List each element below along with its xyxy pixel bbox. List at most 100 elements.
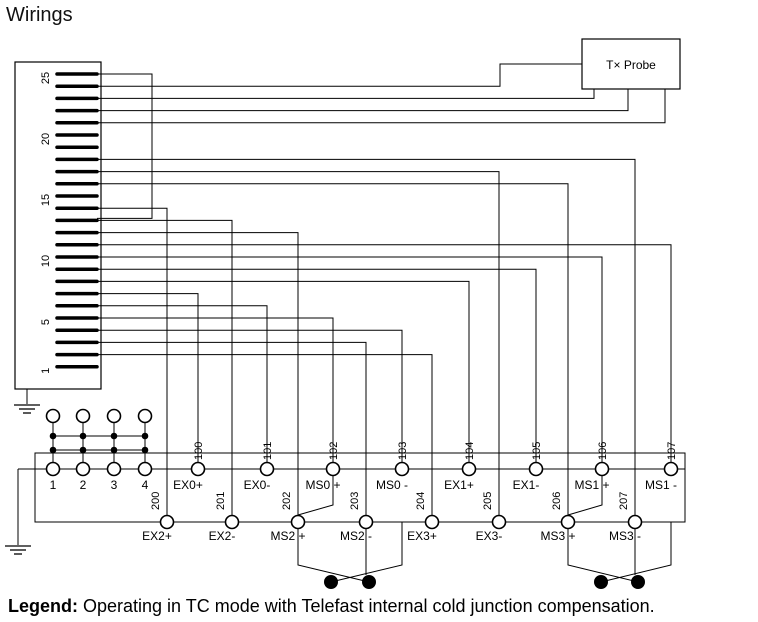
- terminal-number: 101: [262, 442, 274, 460]
- terminal-label: EX0+: [173, 478, 203, 492]
- wire-to-bottom-terminal: [97, 158, 636, 522]
- bottom-terminal: [424, 514, 440, 530]
- terminal-number: 207: [618, 492, 630, 510]
- wire-to-bottom-terminal: [97, 207, 168, 522]
- jumper-terminal: [75, 408, 91, 424]
- jumper-label: 2: [80, 478, 87, 492]
- legend-title: Legend:: [8, 596, 78, 616]
- jumper-node: [141, 432, 149, 440]
- wire-to-top-terminal: [97, 268, 537, 469]
- pin-number-label: 10: [40, 255, 52, 267]
- top-terminal: [663, 461, 679, 477]
- terminal-strips: [34, 408, 686, 530]
- jumper-node: [49, 432, 57, 440]
- probe-wire: [97, 89, 629, 112]
- probe-label: T× Probe: [606, 58, 656, 72]
- wire-to-top-terminal: [97, 293, 199, 469]
- top-terminal: [594, 461, 610, 477]
- jumper-node: [141, 446, 149, 454]
- wire-to-top-terminal: [97, 280, 470, 469]
- terminal-number: 104: [464, 442, 476, 460]
- terminal-label: MS0 +: [305, 478, 340, 492]
- terminal-number: 201: [215, 492, 227, 510]
- top-terminal: [325, 461, 341, 477]
- probe-wire: [97, 63, 582, 87]
- top-terminal: [190, 461, 206, 477]
- jumper-label: 1: [50, 478, 57, 492]
- terminal-number: 103: [397, 442, 409, 460]
- legend-text: Operating in TC mode with Telefast inter…: [78, 596, 655, 616]
- jumper-node: [110, 446, 118, 454]
- wire-to-top-terminal: [97, 244, 672, 469]
- jumper-terminal: [106, 408, 122, 424]
- top-terminal: [528, 461, 544, 477]
- terminal-label: MS2 +: [270, 529, 305, 543]
- ground-symbols: [5, 389, 47, 555]
- wire-to-top-terminal: [97, 317, 334, 469]
- jumper-node: [79, 432, 87, 440]
- terminal-label: EX3+: [407, 529, 437, 543]
- junction-node: [362, 575, 376, 589]
- top-terminal: [461, 461, 477, 477]
- pin-number-label: 1: [40, 368, 52, 374]
- bottom-terminal: [159, 514, 175, 530]
- wire-to-bottom-terminal: [97, 183, 569, 522]
- jumper-node: [49, 446, 57, 454]
- terminal-label: MS3 +: [540, 529, 575, 543]
- thermocouple-loop: [600, 522, 672, 583]
- top-terminal: [259, 461, 275, 477]
- terminal-label: MS1 +: [574, 478, 609, 492]
- terminal-label: MS0 -: [376, 478, 408, 492]
- jumper-node: [110, 432, 118, 440]
- terminal-label: EX3-: [476, 529, 503, 543]
- probe-wire: [97, 89, 666, 124]
- top-terminal: [106, 461, 122, 477]
- terminal-number: 204: [415, 492, 427, 510]
- terminal-number: 100: [193, 442, 205, 460]
- terminal-number: 206: [551, 492, 563, 510]
- jumper-terminal: [137, 408, 153, 424]
- wire-to-bottom-terminal: [97, 341, 367, 522]
- top-terminal: [394, 461, 410, 477]
- terminal-number: 205: [482, 492, 494, 510]
- terminal-label: EX1+: [444, 478, 474, 492]
- wire-to-bottom-terminal: [97, 232, 299, 522]
- junction-node: [631, 575, 645, 589]
- terminal-label: MS2 -: [340, 529, 372, 543]
- top-terminal: [75, 461, 91, 477]
- terminal-number: 105: [531, 442, 543, 460]
- pin-number-label: 15: [40, 194, 52, 206]
- connector-body: [14, 61, 102, 390]
- thermocouple-loop: [297, 469, 334, 516]
- thermocouple-loop: [330, 522, 403, 583]
- terminal-label: EX0-: [244, 478, 271, 492]
- wire-to-bottom-terminal: [97, 354, 433, 522]
- jumper-node: [79, 446, 87, 454]
- terminal-label: EX1-: [513, 478, 540, 492]
- bottom-terminal: [491, 514, 507, 530]
- legend: Legend: Operating in TC mode with Telefa…: [8, 596, 655, 617]
- top-terminal: [137, 461, 153, 477]
- thermocouple-loop: [567, 469, 603, 516]
- loopback-wire: [97, 73, 153, 219]
- terminal-number: 107: [666, 442, 678, 460]
- pin-number-label: 25: [40, 72, 52, 84]
- wire-to-bottom-terminal: [97, 219, 233, 522]
- wire-to-top-terminal: [97, 329, 403, 469]
- wires: [97, 63, 672, 589]
- bottom-terminal: [358, 514, 374, 530]
- jumper-terminal: [45, 408, 61, 424]
- page-title: Wirings: [6, 4, 73, 26]
- terminal-label: EX2-: [209, 529, 236, 543]
- wire-to-top-terminal: [97, 305, 268, 469]
- thermocouple-loop: [297, 522, 370, 583]
- terminal-number: 202: [281, 492, 293, 510]
- bottom-terminal: [627, 514, 643, 530]
- probe-box: [581, 38, 681, 90]
- terminal-label: MS3 -: [609, 529, 641, 543]
- bottom-terminal: [290, 514, 306, 530]
- wire-to-top-terminal: [97, 256, 603, 469]
- junction-node: [324, 575, 338, 589]
